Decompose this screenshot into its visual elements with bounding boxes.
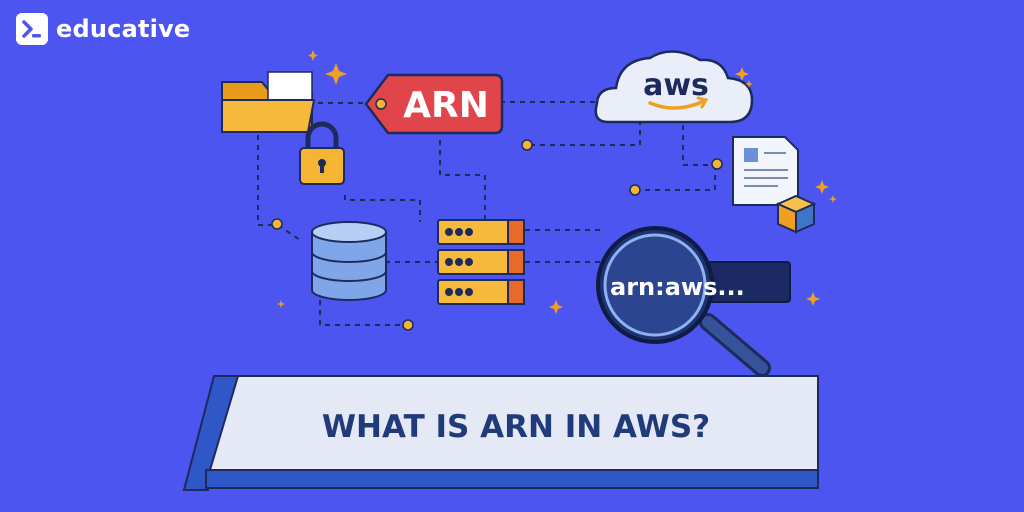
brand-logo[interactable]: educative: [16, 13, 190, 45]
server-unit: [437, 249, 525, 275]
padlock-icon: [299, 121, 345, 185]
server-unit: [437, 219, 525, 245]
tag-label: ARN: [403, 85, 489, 126]
connector-dot: [521, 139, 533, 151]
server-unit: [437, 279, 525, 305]
brand-name: educative: [56, 15, 191, 43]
server-rack-icon: [437, 219, 525, 305]
connector-dot: [402, 319, 414, 331]
dashed-connectors: [257, 101, 716, 326]
terminal-prompt-icon: [16, 13, 48, 45]
connector-dot: [629, 184, 641, 196]
document-icon: [732, 136, 799, 206]
cube-icon: [775, 194, 817, 234]
search-text: arn:aws...: [610, 273, 745, 301]
magnifier-icon: [596, 226, 771, 377]
connector-dot: [271, 218, 283, 230]
folder-icon: [221, 71, 316, 133]
cloud-icon: aws: [594, 50, 754, 124]
title-banner: WHAT IS ARN IN AWS?: [182, 375, 819, 491]
database-icon: [311, 221, 387, 301]
arn-tag: ARN: [364, 73, 504, 135]
sparkle-icon: [277, 50, 837, 314]
connector-dot: [711, 158, 723, 170]
banner-title: WHAT IS ARN IN AWS?: [322, 409, 710, 445]
